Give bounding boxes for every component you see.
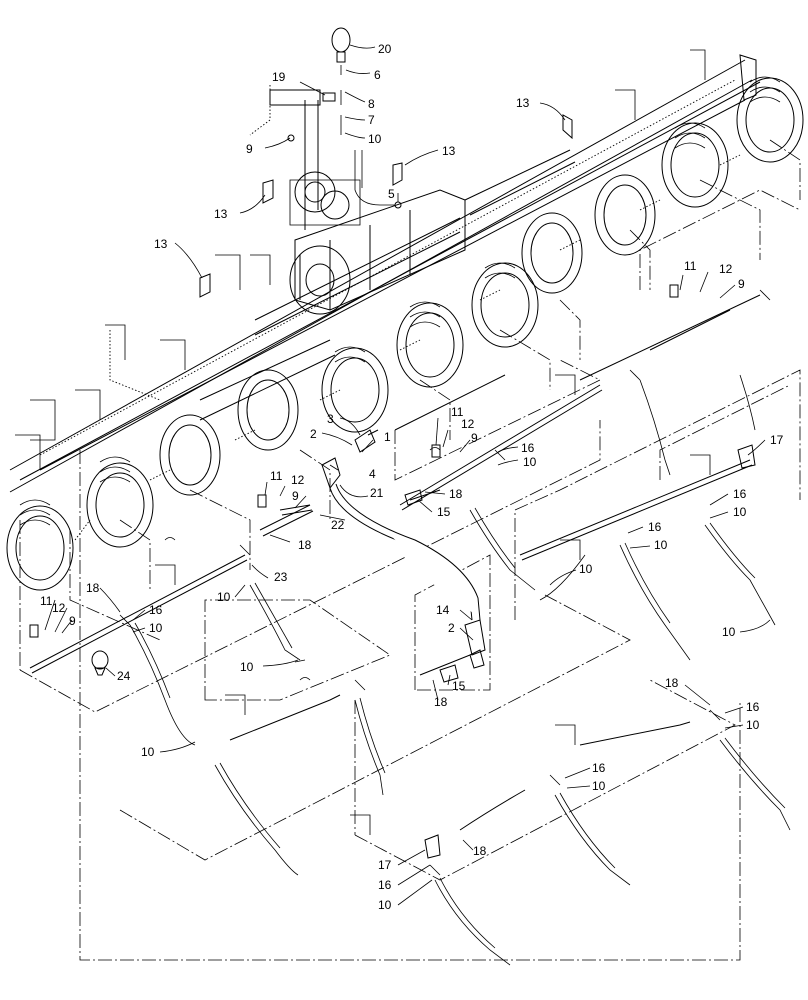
callout-17: 17 — [770, 433, 784, 447]
callout-10: 10 — [240, 660, 254, 674]
callout-24: 24 — [117, 669, 131, 683]
callout-18: 18 — [298, 538, 312, 552]
callout-13: 13 — [516, 96, 530, 110]
callout-18: 18 — [434, 695, 448, 709]
callout-4: 4 — [369, 467, 376, 481]
callout-12: 12 — [52, 601, 66, 615]
callout-10: 10 — [592, 779, 606, 793]
callout-11: 11 — [451, 405, 464, 419]
callout-23: 23 — [274, 570, 288, 584]
row-units — [6, 76, 804, 591]
callout-10: 10 — [378, 898, 392, 912]
callout-11: 11 — [40, 594, 53, 608]
callout-15: 15 — [437, 505, 451, 519]
callout-18: 18 — [449, 487, 463, 501]
fittings — [29, 27, 771, 876]
callout-16: 16 — [592, 761, 606, 775]
callout-10: 10 — [149, 621, 163, 635]
callout-labels: 20 6 19 8 7 10 9 13 13 5 13 13 11 12 9 3… — [40, 42, 784, 912]
callout-16: 16 — [746, 700, 760, 714]
callout-9: 9 — [69, 614, 76, 628]
callout-13: 13 — [442, 144, 456, 158]
callout-16: 16 — [521, 441, 535, 455]
leader-lines — [44, 44, 771, 906]
callout-11: 11 — [684, 259, 697, 273]
callout-9: 9 — [292, 489, 299, 503]
callout-12: 12 — [719, 262, 733, 276]
callout-17: 17 — [378, 858, 392, 872]
callout-16: 16 — [648, 520, 662, 534]
callout-10: 10 — [141, 745, 155, 759]
callout-12: 12 — [461, 417, 475, 431]
callout-10: 10 — [217, 590, 231, 604]
callout-15: 15 — [452, 679, 466, 693]
callout-5: 5 — [388, 187, 395, 201]
callout-16: 16 — [378, 878, 392, 892]
callout-19: 19 — [272, 70, 286, 84]
callout-10: 10 — [654, 538, 668, 552]
callout-10: 10 — [733, 505, 747, 519]
callout-3: 3 — [327, 412, 334, 426]
callout-10: 10 — [523, 455, 537, 469]
callout-16: 16 — [733, 487, 747, 501]
callout-9: 9 — [246, 142, 253, 156]
callout-13: 13 — [214, 207, 228, 221]
handle-parts — [199, 114, 573, 298]
callout-20: 20 — [378, 42, 392, 56]
callout-14: 14 — [436, 603, 450, 617]
callout-10: 10 — [368, 132, 382, 146]
manifold-lines — [29, 294, 761, 676]
callout-18: 18 — [665, 676, 679, 690]
callout-16: 16 — [149, 603, 163, 617]
callout-10: 10 — [579, 562, 593, 576]
hoses — [129, 309, 791, 966]
callout-18: 18 — [86, 581, 100, 595]
callout-10: 10 — [746, 718, 760, 732]
callout-12: 12 — [291, 473, 305, 487]
callout-21: 21 — [370, 486, 384, 500]
gearbox-assembly — [289, 150, 395, 315]
callout-10: 10 — [722, 625, 736, 639]
callout-6: 6 — [374, 68, 381, 82]
callout-9: 9 — [738, 277, 745, 291]
callout-13: 13 — [154, 237, 168, 251]
callout-7: 7 — [368, 113, 375, 127]
callout-2: 2 — [310, 427, 317, 441]
callout-1: 1 — [384, 430, 391, 444]
callout-22: 22 — [331, 518, 345, 532]
callout-9: 9 — [471, 431, 478, 445]
assembly-boundaries — [19, 139, 801, 961]
callout-11: 11 — [270, 469, 283, 483]
callout-18: 18 — [473, 844, 487, 858]
callout-8: 8 — [368, 97, 375, 111]
callout-2: 2 — [448, 621, 455, 635]
toolbar-frame — [9, 49, 761, 541]
